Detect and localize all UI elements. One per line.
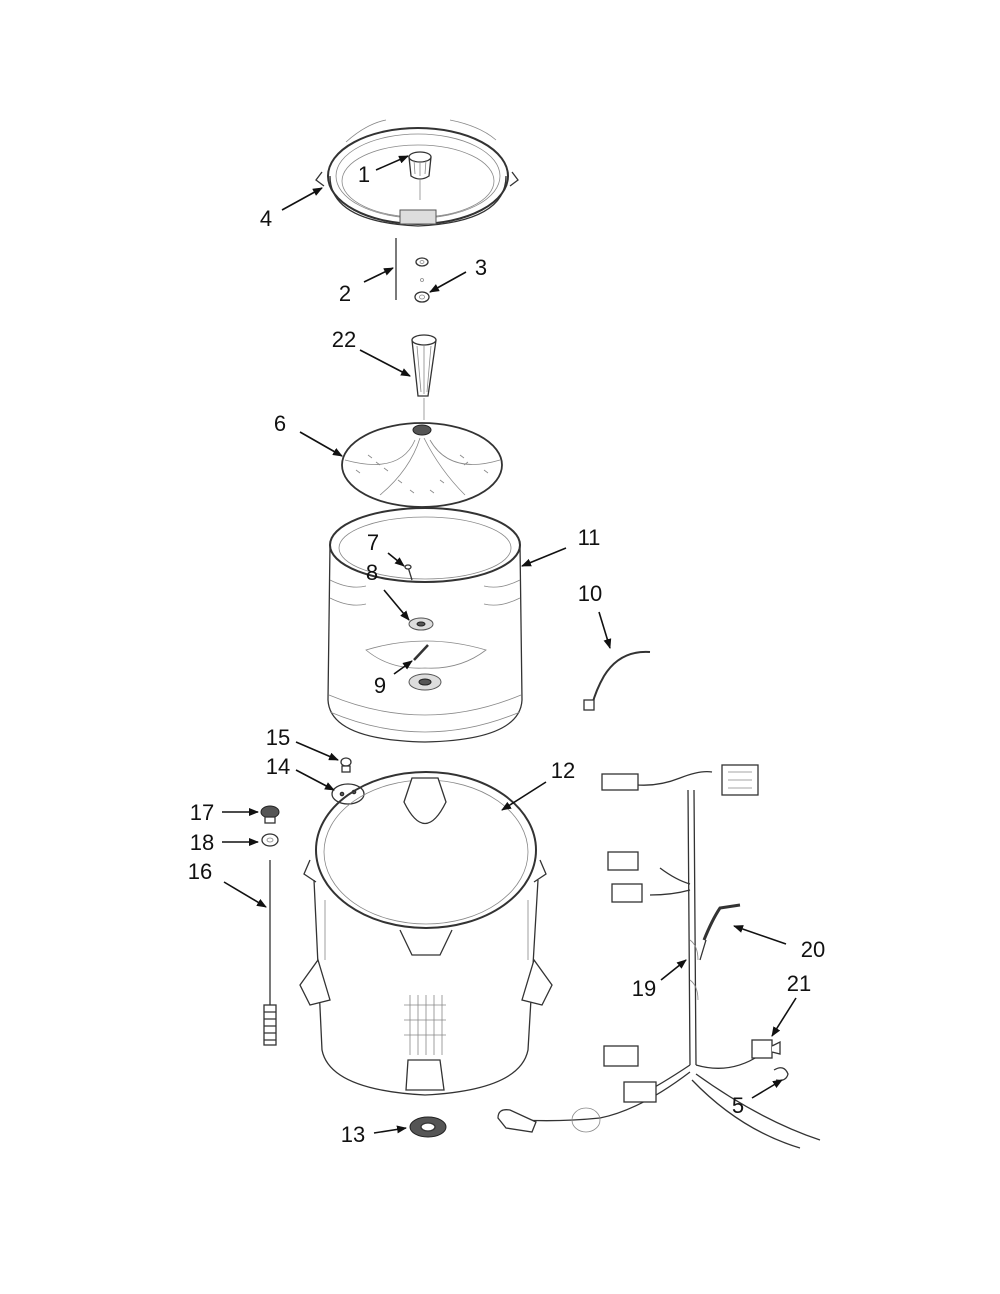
callout-20: 20 [801,937,825,962]
part-screw [404,564,413,581]
part-tub-ring [315,119,519,227]
part-basket [327,507,523,743]
callout-2: 2 [339,281,351,306]
leader-13 [373,1125,407,1134]
part-nut [340,757,352,773]
callout-11: 11 [578,525,601,550]
part-impeller [341,422,503,508]
leader-9 [393,660,413,675]
leader-19 [660,959,687,981]
leader-16 [223,881,267,908]
leader-7 [387,552,405,567]
part-clip [773,1067,789,1082]
part-suspension-rod [263,860,277,1046]
leader-1 [375,155,409,171]
part-outer-tub [299,771,553,1096]
leader-6 [299,431,343,457]
part-cap [408,151,432,200]
leader-15 [295,741,339,761]
leader-5 [751,1079,783,1099]
callout-6: 6 [274,411,286,436]
callout-22: 22 [332,327,356,352]
callout-10: 10 [578,581,602,606]
callout-1: 1 [358,162,370,187]
part-wire-harness [497,764,821,1149]
callout-19: 19 [632,976,656,1001]
part-bearing [409,1116,447,1138]
part-cam [260,805,280,824]
part-grommet [261,833,279,847]
leader-12 [501,781,547,811]
callout-5: 5 [732,1093,744,1118]
part-shaft-adapter [411,334,437,420]
leader-4 [281,187,323,211]
callout-labels: 1 2 3 4 5 6 7 8 9 10 11 12 13 14 15 16 1… [188,162,825,1147]
leader-22 [359,349,411,377]
part-connector [751,1039,781,1059]
callout-3: 3 [475,255,487,280]
callout-16: 16 [188,859,212,884]
leader-2 [363,267,394,283]
leader-3 [429,271,467,293]
part-washers [414,257,430,303]
callout-17: 17 [190,800,214,825]
leader-11 [521,547,567,567]
callout-21: 21 [787,971,811,996]
callout-4: 4 [260,206,272,231]
leader-10 [598,611,612,649]
callout-18: 18 [190,830,214,855]
part-seal-washer [408,617,434,631]
callout-7: 7 [367,530,379,555]
leader-8 [383,589,410,621]
part-pin [413,644,429,661]
leader-14 [295,769,335,791]
leader-arrows [222,155,797,1134]
callout-12: 12 [551,758,575,783]
leader-21 [771,997,797,1037]
callout-14: 14 [266,754,290,779]
callout-13: 13 [341,1122,365,1147]
part-tube-clip [699,903,741,961]
leader-20 [733,925,787,945]
part-hose [583,650,651,711]
callout-15: 15 [266,725,290,750]
callout-8: 8 [366,560,378,585]
callout-9: 9 [374,673,386,698]
